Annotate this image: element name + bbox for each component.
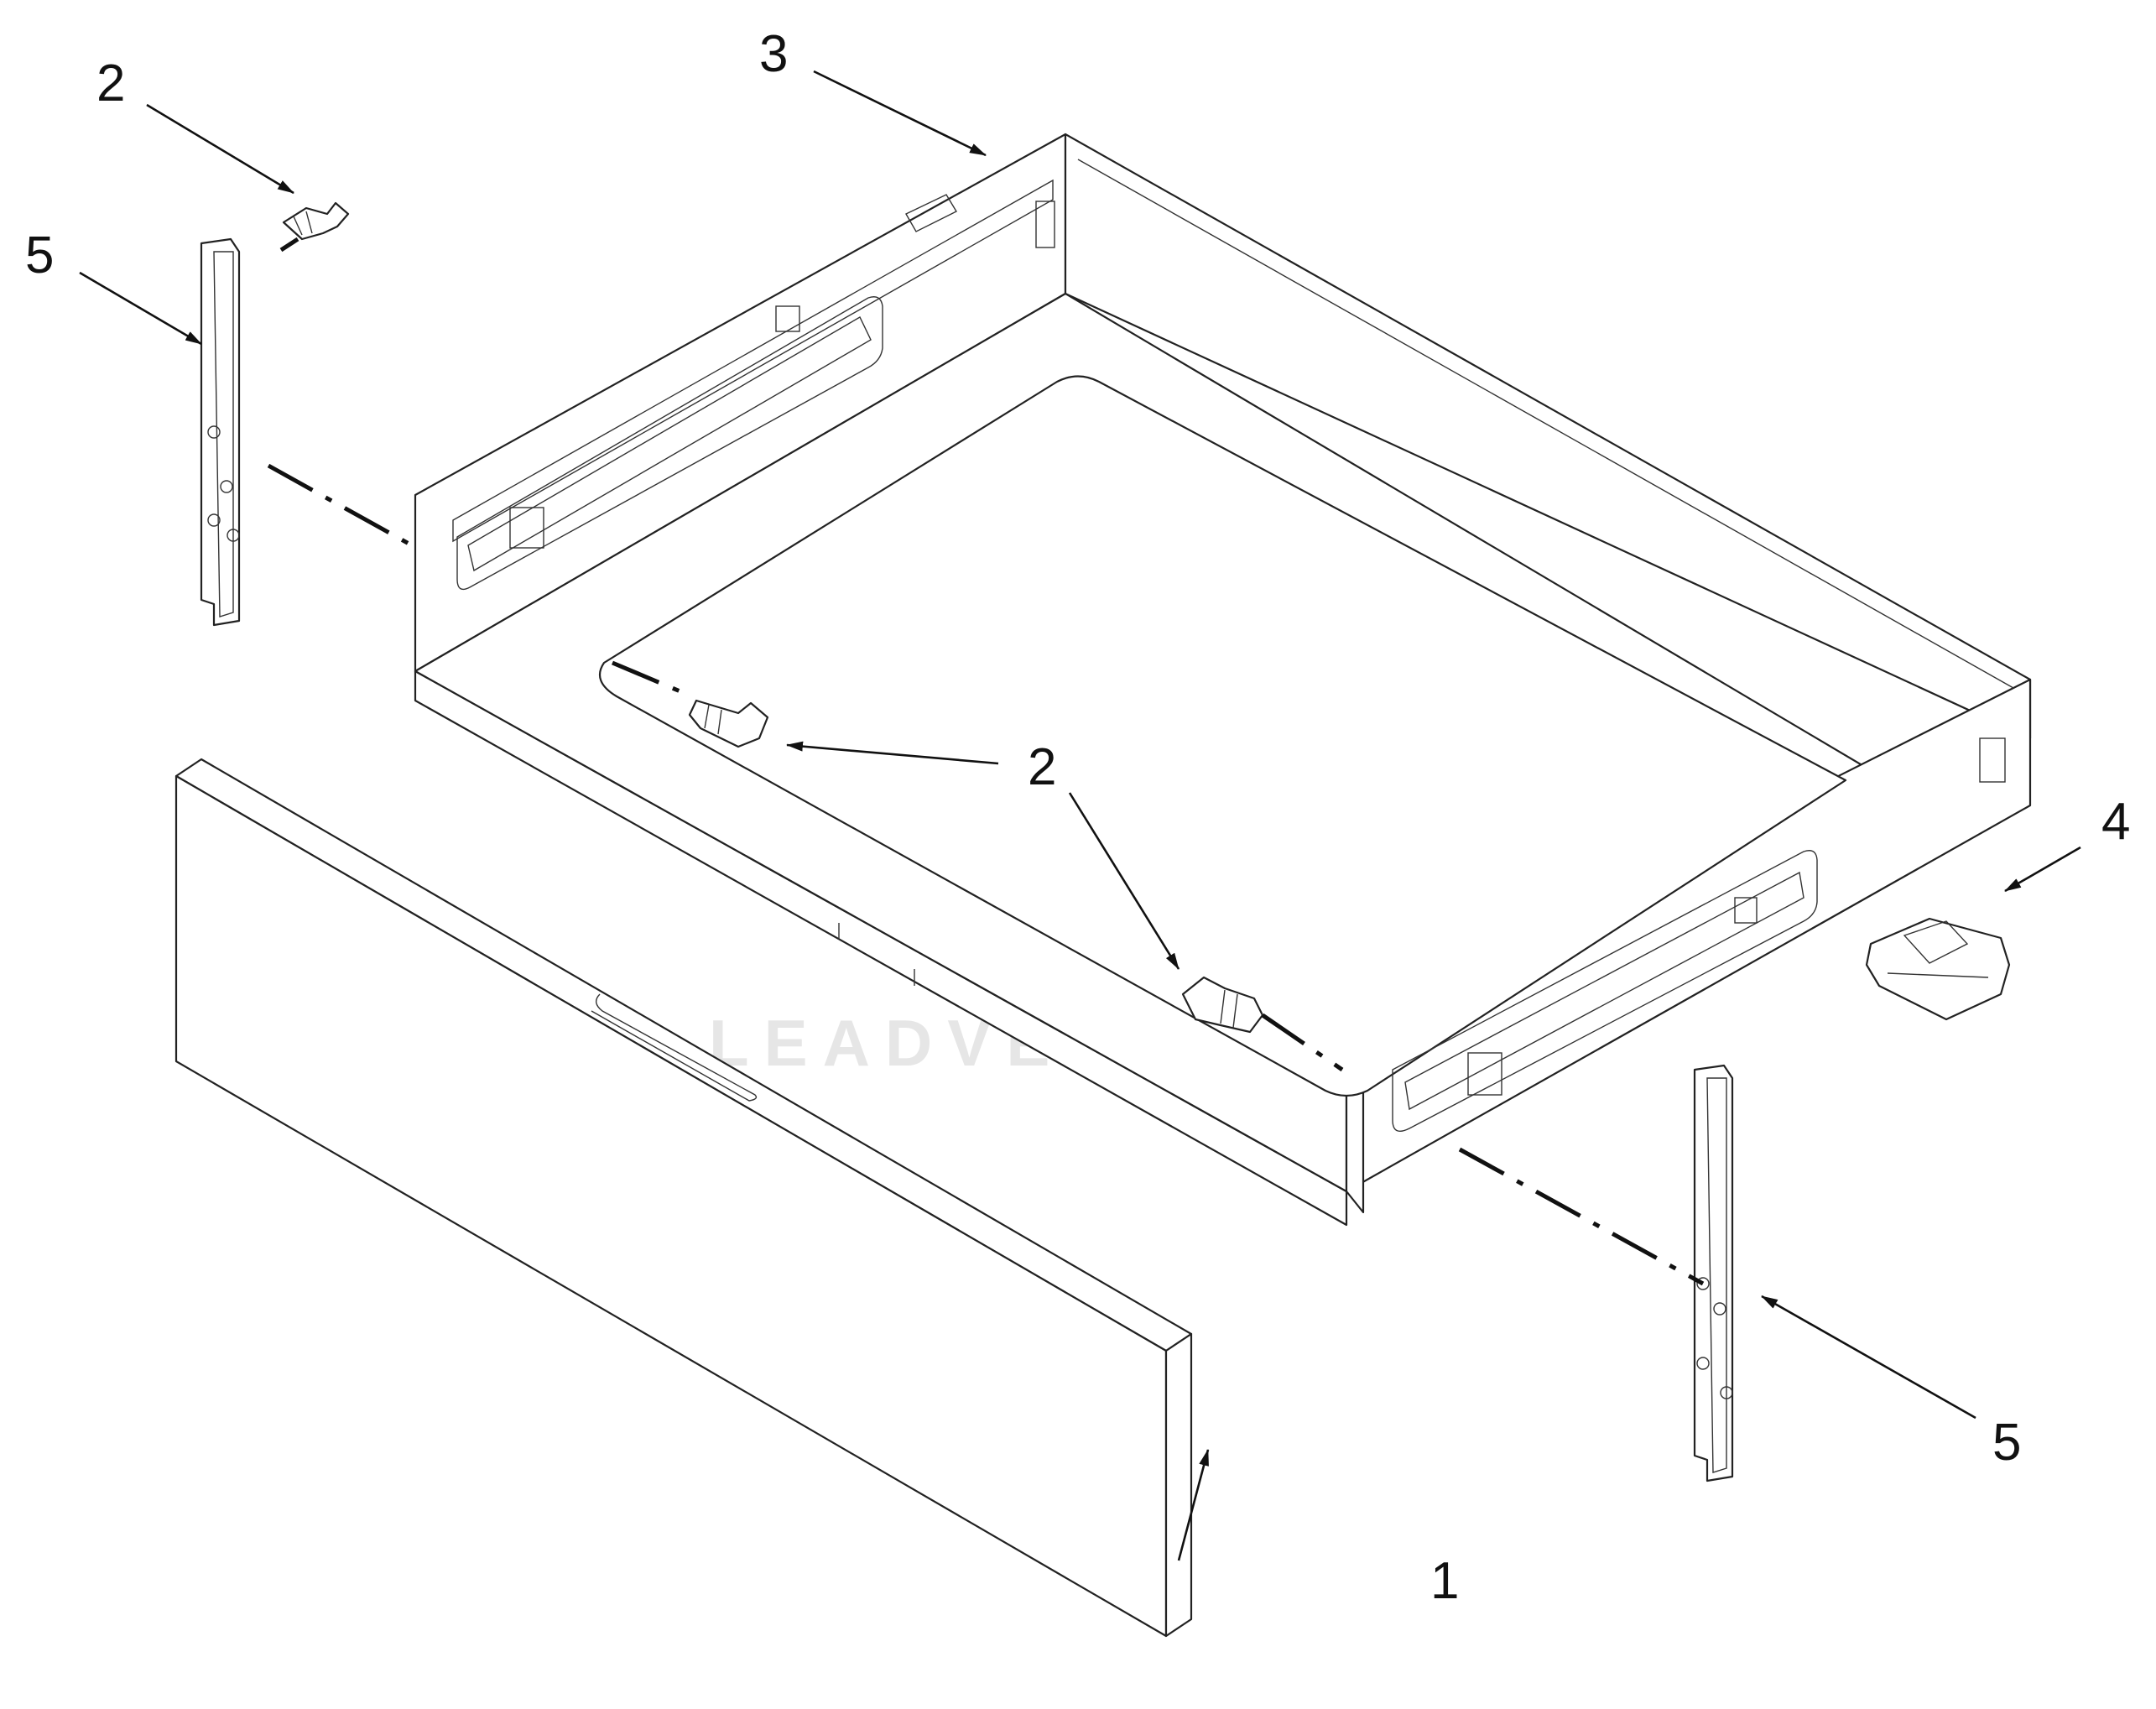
callout-4: 4 bbox=[2101, 793, 2130, 851]
callout-5-right: 5 bbox=[1992, 1414, 2021, 1472]
callout-1: 1 bbox=[1430, 1552, 1459, 1610]
callout-2-top: 2 bbox=[96, 55, 125, 112]
screw-middle-part-2 bbox=[688, 699, 769, 748]
drawer-body-part-3 bbox=[414, 133, 2032, 1227]
screw-top-part-2 bbox=[282, 201, 350, 241]
leader-lines bbox=[79, 70, 2081, 1561]
callout-3: 3 bbox=[759, 25, 788, 83]
drawer-clip-part-4 bbox=[1865, 917, 2011, 1021]
slide-bracket-left-part-5 bbox=[200, 237, 241, 627]
callout-5-left: 5 bbox=[25, 227, 54, 284]
slide-bracket-right-part-5 bbox=[1693, 1064, 1734, 1482]
drawer-front-panel-part-1 bbox=[174, 758, 1193, 1638]
alignment-lines bbox=[267, 237, 1705, 1286]
callout-labels: 1 2 2 3 4 5 5 bbox=[25, 25, 2130, 1610]
callout-2-middle: 2 bbox=[1028, 738, 1056, 796]
